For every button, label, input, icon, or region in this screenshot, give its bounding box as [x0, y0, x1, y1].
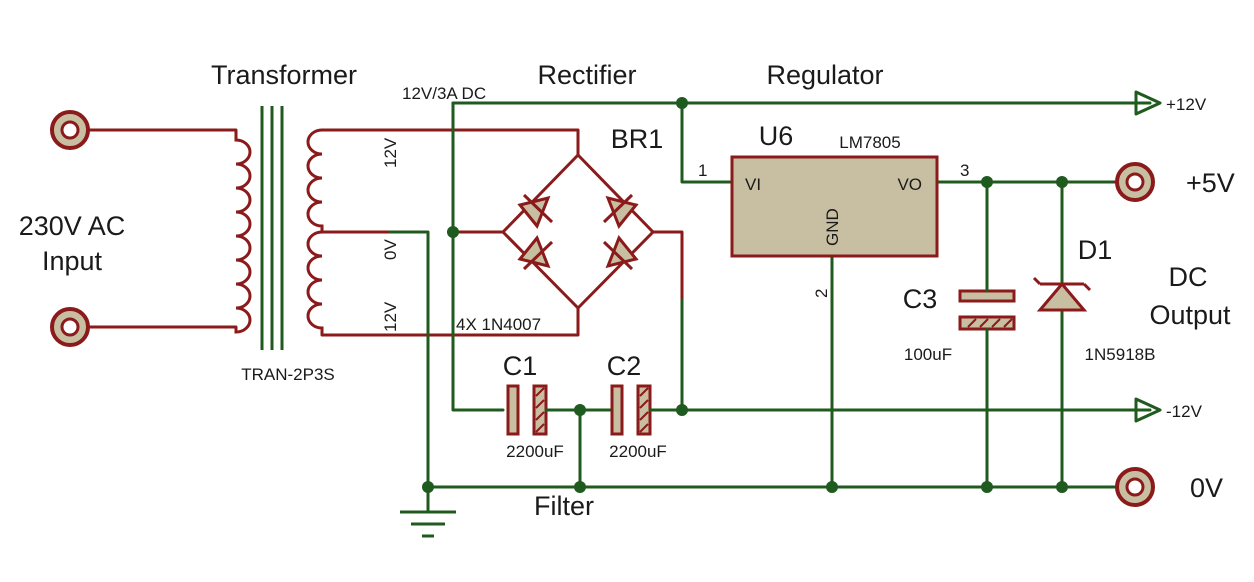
- dc-output-line2: Output: [1149, 300, 1231, 330]
- bridge-diode-2: [602, 193, 639, 229]
- transformer-primary-coil: [234, 130, 252, 334]
- zero-label: 0V: [1190, 473, 1223, 503]
- tap-mid-label: 0V: [381, 239, 400, 260]
- transformer-secondary-top: [306, 128, 324, 232]
- bridge-part: 4X 1N4007: [456, 315, 541, 334]
- bridge-diode-4: [602, 235, 639, 271]
- pin-vo-label: VO: [897, 175, 922, 194]
- bridge-ac-top-wire: [398, 128, 580, 157]
- capacitor-c1: [506, 384, 548, 436]
- minus12-arrow-icon: [1134, 397, 1162, 423]
- bus-label: 12V/3A DC: [402, 84, 486, 103]
- c3-ref: C3: [903, 284, 938, 314]
- capacitor-c2: [610, 384, 652, 436]
- c1-ref: C1: [503, 351, 538, 381]
- plus12-arrow-icon: [1134, 90, 1162, 116]
- regulator-ic: [730, 155, 939, 258]
- junction-dots: [422, 97, 1068, 493]
- regulator-part: LM7805: [839, 133, 900, 152]
- c2-ref: C2: [607, 351, 642, 381]
- c2-value: 2200uF: [609, 442, 667, 461]
- pin1-number: 1: [698, 161, 707, 180]
- pin-vi-label: VI: [745, 175, 761, 194]
- section-rectifier: Rectifier: [537, 60, 636, 90]
- output-terminal-0v: [1115, 467, 1155, 507]
- vi-feed-wire: [680, 101, 734, 184]
- pin2-number: 2: [812, 289, 831, 298]
- left-bus: [451, 101, 505, 412]
- bridge-rectifier: [501, 153, 655, 310]
- output-terminal-5v: [1115, 162, 1155, 202]
- center-tap-wire: [388, 230, 430, 489]
- section-filter: Filter: [534, 491, 594, 521]
- bridge-diode-3: [517, 235, 554, 271]
- regulator-ref: U6: [759, 121, 794, 151]
- transformer-core: [260, 106, 284, 350]
- ground-icon: [400, 510, 456, 538]
- d1-part: 1N5918B: [1085, 345, 1156, 364]
- pin3-number: 3: [960, 161, 969, 180]
- bridge-pos-wire: [651, 230, 684, 302]
- minus12-label: -12V: [1166, 402, 1203, 421]
- bridge-ref: BR1: [611, 124, 664, 154]
- c3-value: 100uF: [904, 345, 952, 364]
- tap-top-label: 12V: [381, 137, 400, 168]
- section-regulator: Regulator: [766, 60, 883, 90]
- plus12-label: +12V: [1166, 95, 1207, 114]
- dc-output-line1: DC: [1169, 262, 1208, 292]
- capacitor-c3: [958, 289, 1016, 331]
- pin-gnd-label: GND: [823, 208, 842, 246]
- input-label-line1: 230V AC: [19, 211, 126, 241]
- bridge-diode-1: [517, 193, 554, 229]
- transformer-part: TRAN-2P3S: [241, 365, 335, 384]
- bridge-ac-bot-wire: [398, 306, 580, 337]
- d1-ref: D1: [1078, 235, 1113, 265]
- tap-bot-label: 12V: [381, 301, 400, 332]
- c1-value: 2200uF: [506, 442, 564, 461]
- section-transformer: Transformer: [211, 60, 357, 90]
- zener-diode-d1: [1032, 276, 1092, 312]
- input-terminal-bottom: [50, 307, 90, 347]
- input-label-line2: Input: [42, 246, 103, 276]
- input-terminal-top: [50, 110, 90, 150]
- plus5-label: +5V: [1186, 168, 1235, 198]
- transformer-secondary-bottom: [306, 230, 324, 335]
